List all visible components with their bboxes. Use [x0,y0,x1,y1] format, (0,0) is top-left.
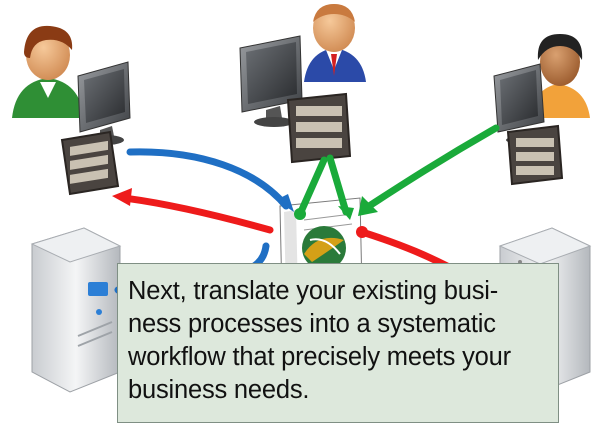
person-left-icon [12,25,84,118]
callout-line-4: business needs. [128,376,310,404]
arrow-blue-1 [126,148,290,210]
callout-line-3: workflow that precisely meets your [128,343,511,371]
arrow-green-3-head [358,196,378,216]
computer-tower-right-icon [506,124,564,186]
arrow-green-dot [294,208,306,220]
arrow-blue-1-head [276,194,294,212]
monitor-center-icon [239,35,303,127]
callout-text: Next, translate your existing busi- ness… [128,275,550,407]
monitor-right-icon [493,63,545,144]
person-right-icon [530,34,590,118]
computer-tower-left-icon [60,130,120,196]
arrow-red-1-head [112,188,132,206]
person-center-icon [304,4,366,82]
callout-line-1: Next, translate your existing busi- [128,277,498,305]
arrow-green-1 [296,156,328,218]
arrow-green-3 [362,124,500,212]
monitor-left-icon [77,61,131,145]
arrow-green-2-head [338,206,354,220]
arrow-red-dot [356,226,368,238]
server-left-icon [30,227,122,393]
callout-line-2: ness processes into a systematic [128,310,496,338]
arrow-red-1 [120,194,274,234]
arrow-green-2 [326,154,350,216]
computer-tower-center-icon [286,92,352,164]
description-callout: Next, translate your existing busi- ness… [117,263,559,423]
logo-icon [302,226,346,270]
